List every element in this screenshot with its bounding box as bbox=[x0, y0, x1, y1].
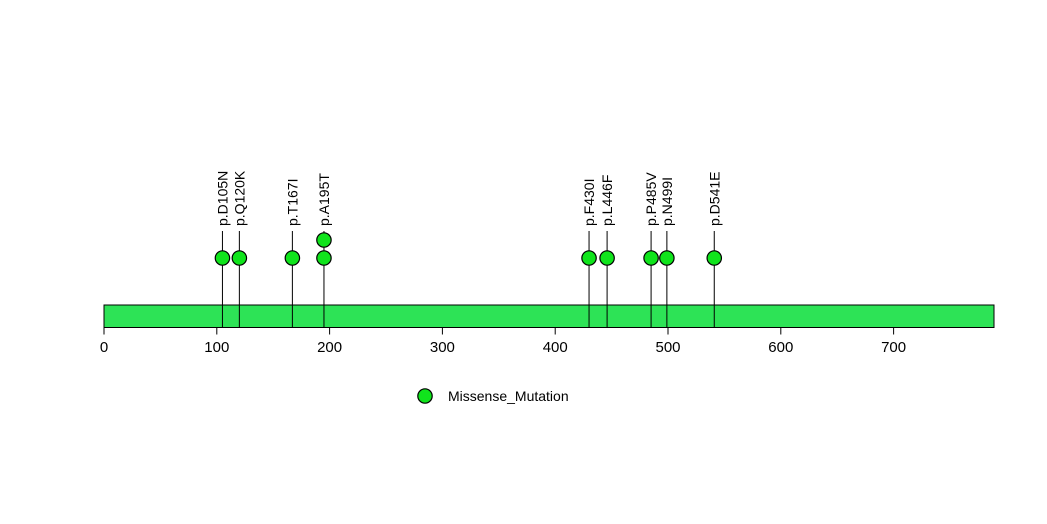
legend: Missense_Mutation bbox=[417, 388, 569, 404]
x-axis: 0 100 200 300 400 500 600 700 bbox=[100, 328, 906, 356]
axis-tick-label: 500 bbox=[655, 339, 680, 356]
legend-label: Missense_Mutation bbox=[448, 388, 569, 404]
lollipop-points-layer bbox=[214, 232, 723, 266]
mutation-label: p.N499I bbox=[659, 177, 675, 226]
mutation-label: p.D541E bbox=[706, 172, 722, 226]
mutation-point bbox=[599, 250, 615, 266]
mutation-point bbox=[316, 250, 332, 266]
axis-tick-label: 700 bbox=[881, 339, 906, 356]
protein-bar bbox=[103, 304, 995, 328]
mutation-label: p.D105N bbox=[214, 171, 230, 226]
legend-circle-icon bbox=[417, 388, 433, 404]
mutation-label: p.L446F bbox=[599, 175, 615, 226]
axis-tick-label: 0 bbox=[100, 339, 108, 356]
axis-tick-label: 100 bbox=[204, 339, 229, 356]
mutation-point bbox=[231, 250, 248, 266]
mutation-label: p.T167I bbox=[284, 179, 300, 226]
axis-tick-label: 300 bbox=[430, 339, 455, 356]
mutation-point bbox=[581, 250, 597, 266]
mutation-point bbox=[706, 250, 723, 266]
mutation-label: p.A195T bbox=[316, 173, 332, 226]
axis-tick-label: 600 bbox=[768, 339, 793, 356]
mutation-point bbox=[643, 250, 659, 266]
axis-tick-label: 200 bbox=[317, 339, 342, 356]
mutation-point bbox=[659, 250, 675, 266]
axis-tick-label: 400 bbox=[543, 339, 568, 356]
mutation-point bbox=[284, 250, 301, 266]
mutation-label: p.P485V bbox=[643, 172, 659, 226]
mutation-point bbox=[214, 250, 231, 266]
mutation-point bbox=[316, 232, 332, 248]
mutation-label: p.Q120K bbox=[231, 170, 247, 226]
mutation-label: p.F430I bbox=[581, 179, 597, 226]
